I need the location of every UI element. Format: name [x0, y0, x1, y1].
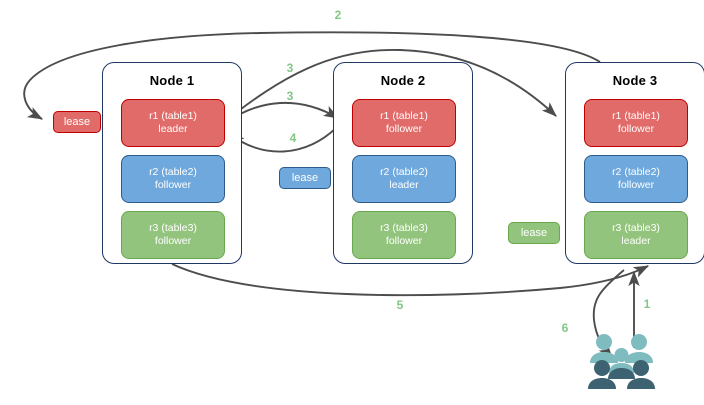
- step-label-3a: 3: [286, 61, 294, 75]
- replica-r3-node2[interactable]: r3 (table3) follower: [352, 211, 456, 259]
- node-title: Node 3: [612, 73, 658, 88]
- replica-role: follower: [154, 179, 192, 191]
- replica-name: r1 (table1): [149, 110, 197, 122]
- replica-name: r1 (table1): [612, 110, 660, 122]
- step-label-2: 2: [334, 8, 342, 22]
- lease-badge-blue[interactable]: lease: [279, 167, 331, 189]
- replica-role: follower: [617, 123, 655, 135]
- node-container-node1[interactable]: Node 1 r1 (table1) leader r2 (table2) fo…: [102, 62, 242, 264]
- replica-r2-node3[interactable]: r2 (table2) follower: [584, 155, 688, 203]
- replica-r2-node1[interactable]: r2 (table2) follower: [121, 155, 225, 203]
- replica-role: leader: [389, 179, 419, 191]
- replica-name: r3 (table3): [612, 222, 660, 234]
- step-label-1: 1: [643, 297, 651, 311]
- replica-r3-node3[interactable]: r3 (table3) leader: [584, 211, 688, 259]
- replica-role: follower: [617, 179, 655, 191]
- node-container-node3[interactable]: Node 3 r1 (table1) follower r2 (table2) …: [565, 62, 704, 264]
- replica-name: r2 (table2): [380, 166, 428, 178]
- replica-name: r2 (table2): [612, 166, 660, 178]
- node-title: Node 2: [380, 73, 426, 88]
- lease-badge-red[interactable]: lease: [53, 111, 101, 133]
- replica-role: follower: [385, 123, 423, 135]
- replica-r1-node3[interactable]: r1 (table1) follower: [584, 99, 688, 147]
- users-group-icon[interactable]: [588, 333, 658, 391]
- step-label-6: 6: [561, 321, 569, 335]
- replica-role: follower: [385, 235, 423, 247]
- replica-r1-node1[interactable]: r1 (table1) leader: [121, 99, 225, 147]
- replica-role: leader: [158, 123, 188, 135]
- replica-r1-node2[interactable]: r1 (table1) follower: [352, 99, 456, 147]
- replica-role: leader: [621, 235, 651, 247]
- step-label-4: 4: [289, 131, 297, 145]
- replica-name: r2 (table2): [149, 166, 197, 178]
- replica-name: r1 (table1): [380, 110, 428, 122]
- node-container-node2[interactable]: Node 2 r1 (table1) follower r2 (table2) …: [333, 62, 473, 264]
- users-group-icon-svg: [588, 334, 655, 389]
- lease-badge-green[interactable]: lease: [508, 222, 560, 244]
- step-label-3b: 3: [286, 89, 294, 103]
- edge-step-5: [171, 263, 650, 297]
- replica-r2-node2[interactable]: r2 (table2) leader: [352, 155, 456, 203]
- replica-name: r3 (table3): [149, 222, 197, 234]
- replica-r3-node1[interactable]: r3 (table3) follower: [121, 211, 225, 259]
- node-title: Node 1: [149, 73, 195, 88]
- replica-name: r3 (table3): [380, 222, 428, 234]
- step-label-5: 5: [396, 298, 404, 312]
- replica-role: follower: [154, 235, 192, 247]
